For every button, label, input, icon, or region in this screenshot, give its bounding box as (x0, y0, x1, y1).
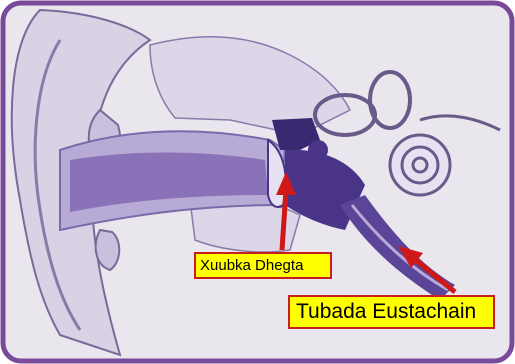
cochlea-outer (390, 135, 450, 195)
eustachian-tube-label: Tubada Eustachain (288, 295, 495, 329)
eardrum-label: Xuubka Dhegta (194, 252, 332, 279)
